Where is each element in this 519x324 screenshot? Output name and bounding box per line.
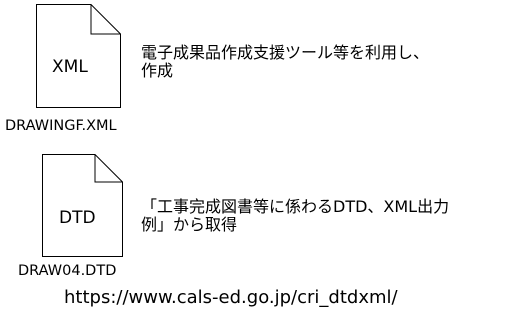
xml-document-icon xyxy=(36,4,121,108)
xml-type-label: XML xyxy=(52,57,88,77)
dtd-description-line-2: 例」から取得 xyxy=(141,215,238,234)
source-url: https://www.cals-ed.go.jp/cri_dtdxml/ xyxy=(64,287,398,308)
dtd-document-icon xyxy=(42,154,123,257)
xml-description-line-2: 作成 xyxy=(141,61,174,80)
dtd-description-line-1: 「工事完成図書等に係わるDTD、XML出力 xyxy=(141,197,450,216)
xml-file-name: DRAWINGF.XML xyxy=(5,118,117,134)
dtd-description: 「工事完成図書等に係わるDTD、XML出力 例」から取得 xyxy=(141,198,449,234)
xml-description: 電子成果品作成支援ツール等を利用し、 作成 xyxy=(141,44,429,80)
dtd-type-label: DTD xyxy=(59,208,96,228)
dtd-file-name: DRAW04.DTD xyxy=(18,263,117,279)
xml-description-line-1: 電子成果品作成支援ツール等を利用し、 xyxy=(141,43,430,62)
